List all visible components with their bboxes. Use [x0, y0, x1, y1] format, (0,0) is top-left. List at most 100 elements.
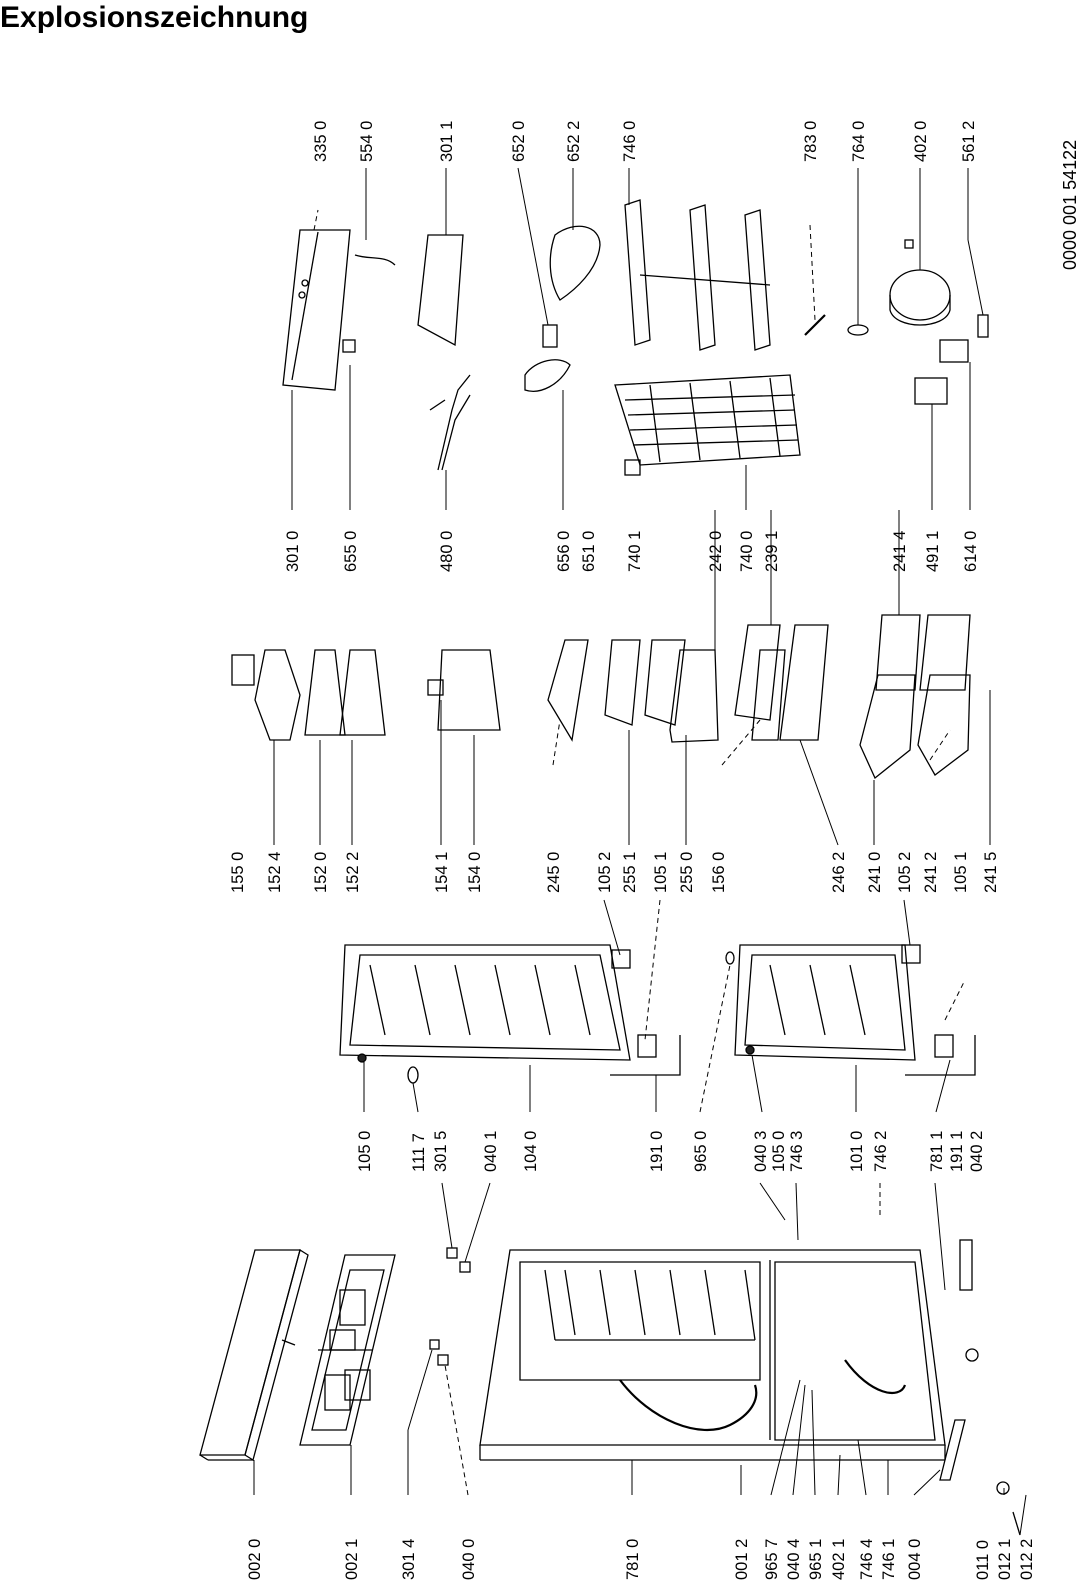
label-241-0: 241 0: [866, 852, 884, 893]
label-402-0: 402 0: [912, 121, 930, 162]
wiring-harness-part: [429, 374, 471, 471]
lower-door-part: [725, 944, 976, 1076]
label-241-5: 241 5: [982, 852, 1000, 893]
leader-lines: [253, 167, 1027, 1536]
label-965-1: 965 1: [807, 1539, 825, 1580]
label-002-0: 002 0: [246, 1539, 264, 1580]
label-651-0: 651 0: [580, 531, 598, 572]
clip-301-5: [446, 1247, 458, 1259]
label-239-1: 239 1: [763, 531, 781, 572]
clip-040-1: [459, 1261, 471, 1273]
label-652-0: 652 0: [510, 121, 528, 162]
label-740-1: 740 1: [626, 531, 644, 572]
condenser-part: [614, 374, 801, 476]
label-781-1: 781 1: [928, 1131, 946, 1172]
label-746-4: 746 4: [858, 1539, 876, 1580]
label-191-1: 191 1: [948, 1131, 966, 1172]
top-cover-part: [199, 1248, 309, 1462]
drawing-number: 0000 001 54122: [1060, 140, 1080, 270]
part-labels: 002 0 002 1 301 4 040 0 781 0 001 2 965 …: [229, 121, 1080, 1580]
label-152-4: 152 4: [266, 852, 284, 893]
label-491-1: 491 1: [924, 531, 942, 572]
label-614-0: 614 0: [962, 531, 980, 572]
label-105-0-a: 105 0: [356, 1131, 374, 1172]
label-652-2: 652 2: [565, 121, 583, 162]
label-965-7: 965 7: [763, 1539, 781, 1580]
label-012-2: 012 2: [1018, 1539, 1036, 1580]
hinge-105-1-lower: [934, 1034, 954, 1058]
upper-door-part: [339, 944, 681, 1084]
label-746-0: 746 0: [621, 121, 639, 162]
door-shelves-part: [231, 649, 501, 741]
label-040-2: 040 2: [968, 1131, 986, 1172]
label-004-0: 004 0: [906, 1539, 924, 1580]
label-191-0: 191 0: [648, 1131, 666, 1172]
label-152-0: 152 0: [312, 852, 330, 893]
label-245-0: 245 0: [545, 852, 563, 893]
cabinet-body-part: [479, 1249, 946, 1461]
cover-301-1: [417, 234, 464, 347]
label-740-0: 740 0: [738, 531, 756, 572]
label-746-2: 746 2: [872, 1131, 890, 1172]
label-241-4: 241 4: [891, 531, 909, 572]
label-040-0: 040 0: [460, 1539, 478, 1580]
label-040-4: 040 4: [785, 1539, 803, 1580]
hinge-105-1-upper: [637, 1034, 657, 1058]
label-155-0: 155 0: [229, 852, 247, 893]
label-242-0: 242 0: [707, 531, 725, 572]
label-040-1: 040 1: [482, 1131, 500, 1172]
evaporator-part: [624, 199, 771, 351]
label-105-2-a: 105 2: [596, 852, 614, 893]
label-554-0: 554 0: [358, 121, 376, 162]
label-154-1: 154 1: [433, 852, 451, 893]
label-154-0: 154 0: [466, 852, 484, 893]
label-105-0-b: 105 0: [770, 1131, 788, 1172]
label-104-0: 104 0: [522, 1131, 540, 1172]
label-655-0: 655 0: [342, 531, 360, 572]
top-trim-part: [282, 229, 396, 391]
label-783-0: 783 0: [802, 121, 820, 162]
label-101-0: 101 0: [848, 1131, 866, 1172]
label-156-0: 156 0: [710, 852, 728, 893]
label-105-1-b: 105 1: [952, 852, 970, 893]
shelves-and-drawers-part: [547, 624, 829, 743]
label-040-3: 040 3: [752, 1131, 770, 1172]
label-246-2: 246 2: [830, 852, 848, 893]
label-105-2-b: 105 2: [896, 852, 914, 893]
label-335-0: 335 0: [312, 121, 330, 162]
label-480-0: 480 0: [438, 531, 456, 572]
label-402-1: 402 1: [830, 1539, 848, 1580]
label-965-0: 965 0: [692, 1131, 710, 1172]
starter-relay-part: [914, 314, 989, 405]
label-301-0: 301 0: [284, 531, 302, 572]
label-746-1: 746 1: [880, 1539, 898, 1580]
page-title: Explosionszeichnung: [0, 1, 309, 34]
label-561-2: 561 2: [960, 121, 978, 162]
label-255-1: 255 1: [621, 852, 639, 893]
label-241-2: 241 2: [922, 852, 940, 893]
label-255-0: 255 0: [678, 852, 696, 893]
label-012-1: 012 1: [996, 1539, 1014, 1580]
label-152-2: 152 2: [344, 852, 362, 893]
top-frame-part: [299, 1254, 396, 1446]
label-011-0: 011 0: [974, 1540, 992, 1580]
freezer-drawers-part: [859, 614, 971, 780]
label-301-1: 301 1: [438, 121, 456, 162]
label-001-2: 001 2: [733, 1539, 751, 1580]
foot-bracket-part: [939, 1239, 1021, 1536]
hinge-105-2-upper: [611, 949, 631, 969]
label-656-0: 656 0: [555, 531, 573, 572]
hinge-105-2-lower: [901, 944, 921, 964]
label-111-7: 111 7: [410, 1133, 428, 1172]
clip-040-0: [437, 1354, 449, 1366]
label-301-5: 301 5: [432, 1131, 450, 1172]
label-764-0: 764 0: [850, 121, 868, 162]
label-105-1-a: 105 1: [652, 852, 670, 893]
clip-301-4: [429, 1339, 440, 1350]
label-746-3: 746 3: [788, 1131, 806, 1172]
label-781-0: 781 0: [624, 1539, 642, 1580]
label-301-4: 301 4: [400, 1539, 418, 1580]
label-002-1: 002 1: [343, 1539, 361, 1580]
thermostat-part: [524, 225, 601, 392]
